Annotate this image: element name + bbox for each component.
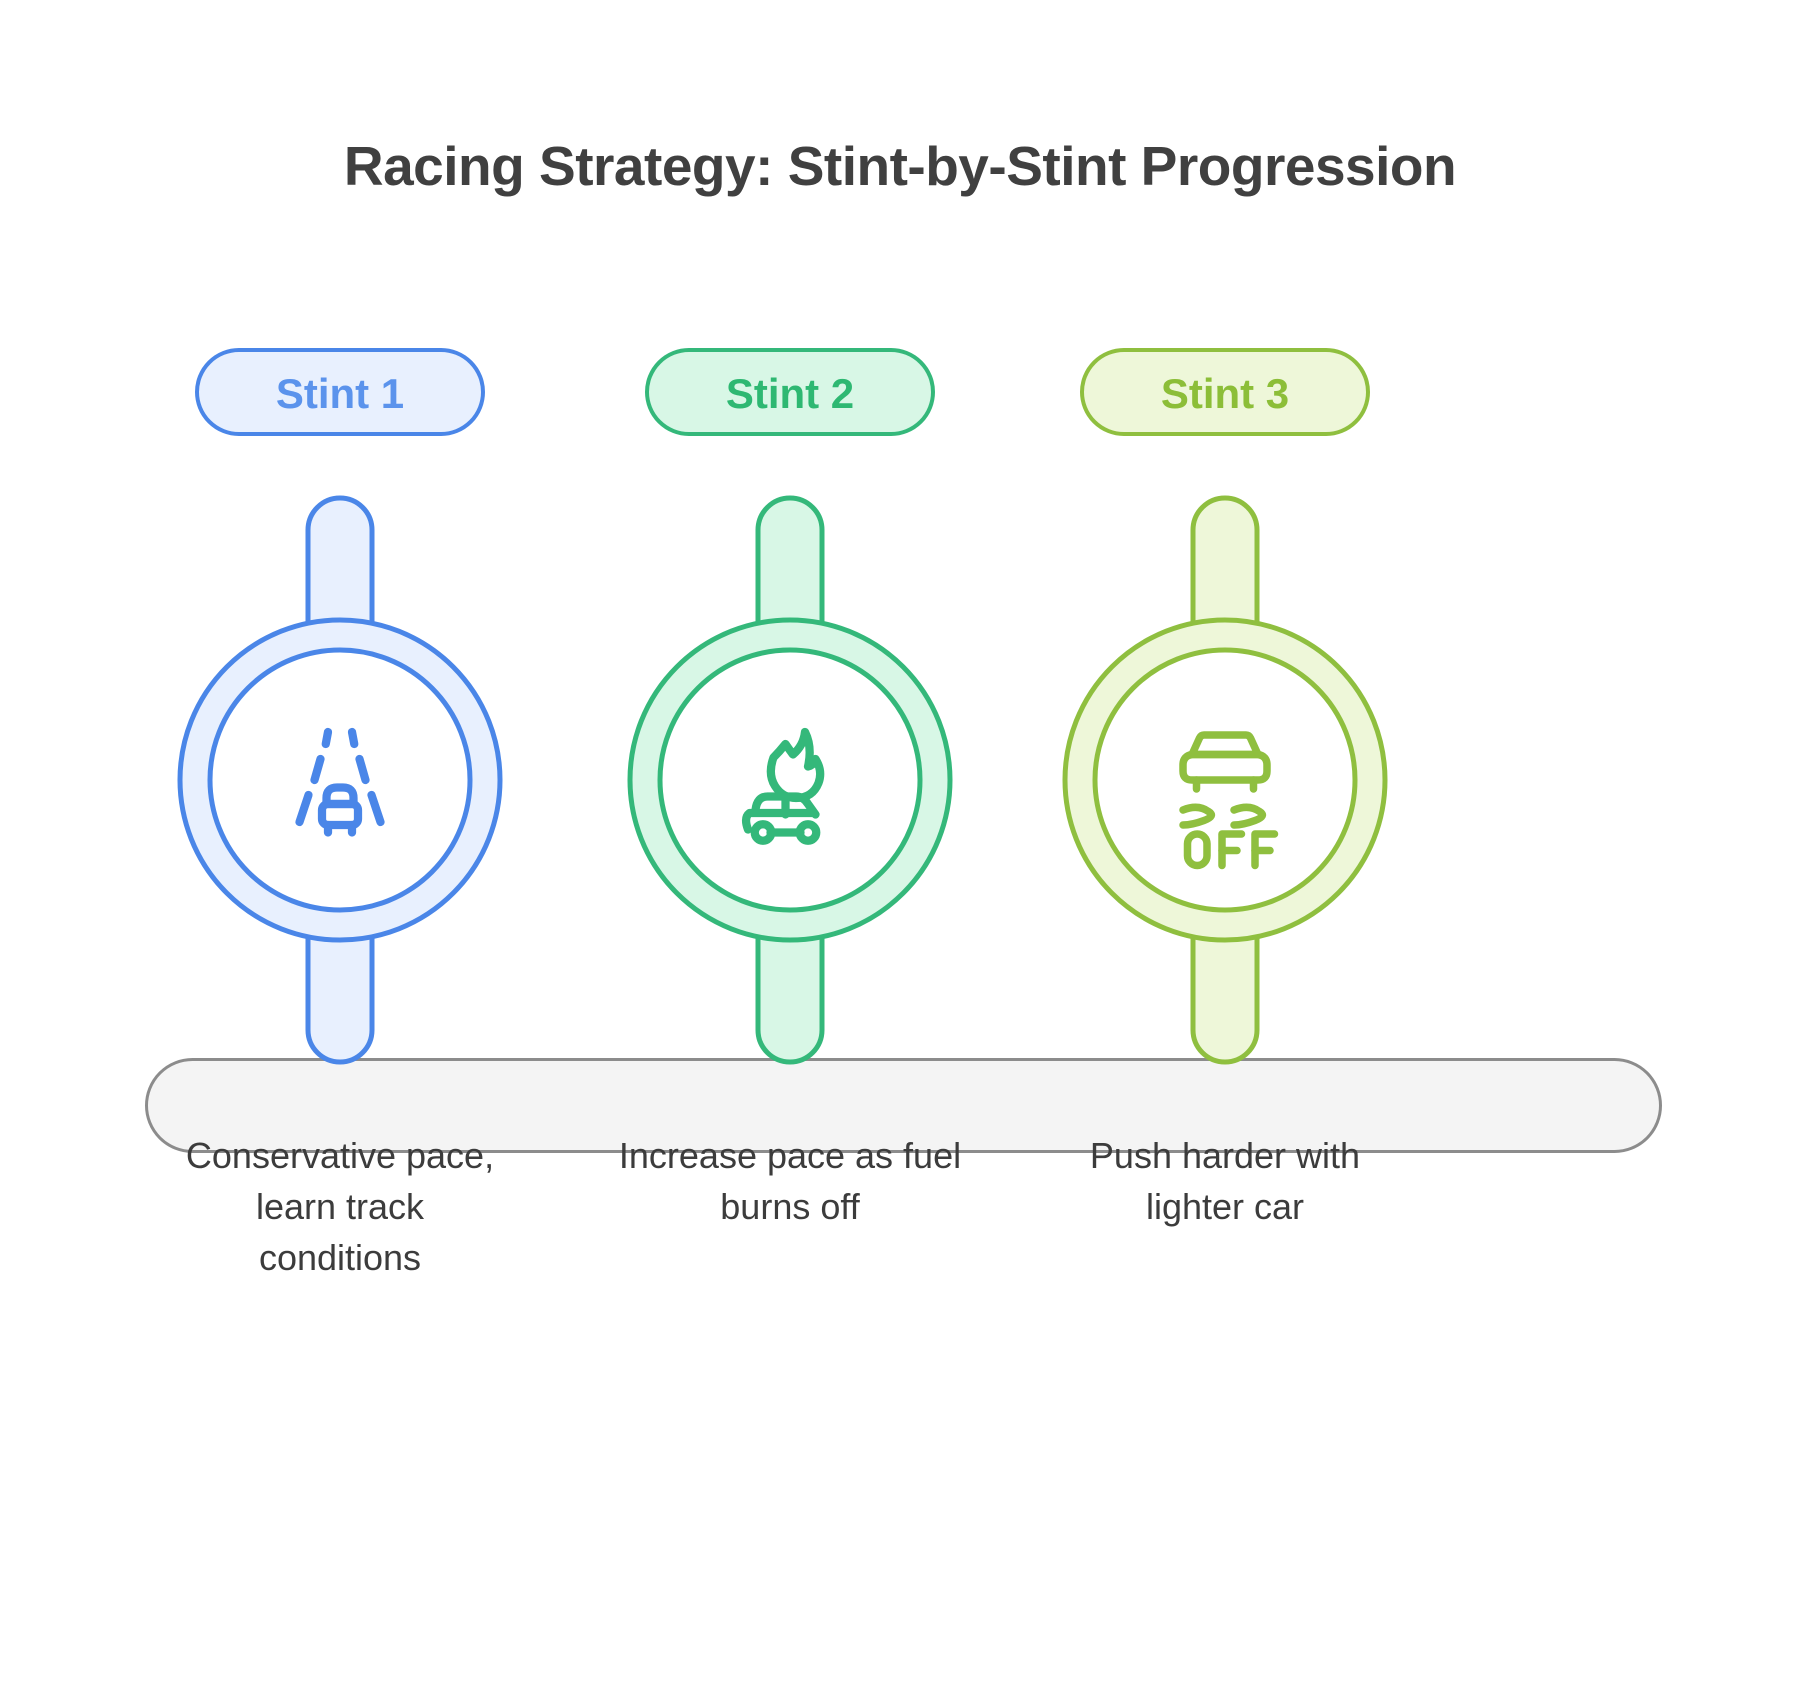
road-lane-car-icon bbox=[240, 680, 440, 880]
traction-control-off-icon bbox=[1125, 680, 1325, 880]
timeline-connector-rail bbox=[145, 1058, 1662, 1153]
stint-caption-1: Conservative pace, learn track condition… bbox=[185, 1135, 495, 1279]
stint-step-3[interactable]: Stint 3 bbox=[975, 330, 1475, 1330]
stint-node-3[interactable] bbox=[1060, 490, 1390, 1070]
stint-node-2[interactable] bbox=[625, 490, 955, 1070]
car-on-fire-icon bbox=[690, 680, 890, 880]
stint-node-1[interactable] bbox=[175, 490, 505, 1070]
stint-step-1[interactable]: Stint 1 bbox=[90, 330, 590, 1330]
stint-step-2[interactable]: Stint 2 bbox=[540, 330, 1040, 1330]
stint-badge-2[interactable]: Stint 2 bbox=[645, 348, 935, 436]
stint-progression-diagram: Stint 1 bbox=[0, 330, 1800, 1330]
stint-caption-2: Increase pace as fuel burns off bbox=[618, 1135, 962, 1228]
page-title: Racing Strategy: Stint-by-Stint Progress… bbox=[343, 135, 1457, 197]
stint-badge-1[interactable]: Stint 1 bbox=[195, 348, 485, 436]
stint-badge-3[interactable]: Stint 3 bbox=[1080, 348, 1370, 436]
stint-caption-3: Push harder with lighter car bbox=[1089, 1135, 1361, 1228]
